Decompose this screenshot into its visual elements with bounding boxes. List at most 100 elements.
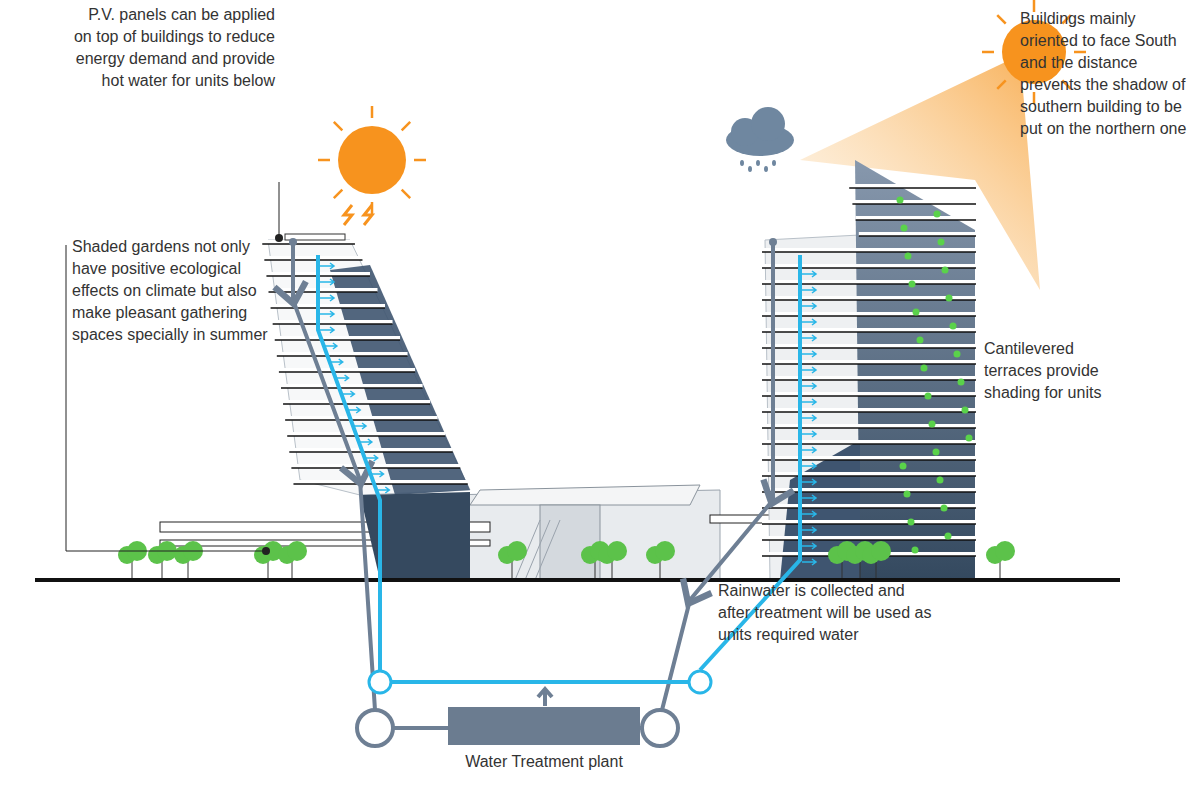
podium xyxy=(160,485,830,580)
callout-note: Buildings mainly oriented to face South … xyxy=(1020,8,1190,140)
plant-dot xyxy=(925,393,932,400)
branch-arrow xyxy=(802,463,816,469)
sun-ray xyxy=(402,190,410,198)
terrace-slab xyxy=(293,483,467,485)
terrace-slab xyxy=(289,448,452,452)
terrace-slab xyxy=(762,488,976,492)
terrace-slab xyxy=(273,323,393,325)
terrace-slab xyxy=(271,307,385,309)
tree-trunk xyxy=(612,562,613,580)
pipe-junction xyxy=(642,710,678,746)
terrace-slab xyxy=(291,467,460,469)
tree xyxy=(995,541,1015,561)
branch-arrow xyxy=(320,327,334,333)
plant-dot xyxy=(913,309,920,316)
branch-arrow xyxy=(802,495,816,501)
terrace-slab xyxy=(283,400,430,404)
terrace-slab xyxy=(849,184,976,188)
terrace-slab xyxy=(762,344,976,348)
sun-ray xyxy=(997,80,1005,88)
terrace-slab xyxy=(762,328,976,332)
plant-dot xyxy=(941,505,948,512)
branch-arrow xyxy=(802,543,816,549)
plant-dot xyxy=(942,267,949,274)
branch-arrow xyxy=(340,391,354,397)
branch-arrow xyxy=(375,487,389,493)
tree-trunk xyxy=(292,562,293,580)
sun-ray xyxy=(982,51,994,54)
tree-trunk xyxy=(595,562,596,580)
branch-arrow xyxy=(346,407,360,413)
branch-arrow xyxy=(802,383,816,389)
plant-dot xyxy=(938,239,945,246)
terrace-slab xyxy=(762,299,976,301)
plant-dot xyxy=(901,225,908,232)
tree-trunk xyxy=(132,562,133,580)
branch-arrow xyxy=(329,359,343,365)
terrace-slab xyxy=(856,219,976,221)
terrace-slab xyxy=(279,368,415,372)
plant-dot xyxy=(912,547,919,554)
terrace-slab xyxy=(762,296,976,300)
terrace-slab xyxy=(762,520,976,524)
branch-arrow xyxy=(352,423,366,429)
pipe-junction xyxy=(357,710,393,746)
terrace-slab xyxy=(285,419,438,421)
branch-arrow xyxy=(802,303,816,309)
terrace-slab xyxy=(269,291,378,293)
branch-arrow xyxy=(802,447,816,453)
branch-arrow xyxy=(323,343,337,349)
terrace-slab xyxy=(762,411,976,413)
branch-arrow xyxy=(802,511,816,517)
branch-arrow xyxy=(320,295,334,301)
rain-drop xyxy=(756,160,760,166)
plant-dot xyxy=(962,407,969,414)
terrace-slab xyxy=(762,408,976,412)
terrace-slab xyxy=(762,248,976,252)
plant-dot xyxy=(937,477,944,484)
terrace-slab xyxy=(762,376,976,380)
branch-arrow xyxy=(802,415,816,421)
plant-dot xyxy=(905,253,912,260)
branch-arrow xyxy=(335,375,349,381)
branch-arrow xyxy=(802,287,816,293)
terrace-slab xyxy=(293,480,467,484)
terrace-slab xyxy=(762,440,976,444)
tree-trunk xyxy=(268,562,269,580)
branch-arrow xyxy=(802,319,816,325)
terrace-slab xyxy=(762,251,976,253)
sun-ray xyxy=(997,15,1005,23)
sun-ray xyxy=(334,190,342,198)
collection-pipes xyxy=(293,242,773,728)
treatment-plant: Water Treatment plant xyxy=(448,707,640,773)
rain-drop xyxy=(764,166,768,172)
terrace-slab xyxy=(289,451,452,453)
terrace-slab xyxy=(762,443,976,445)
terrace-slab xyxy=(849,187,976,189)
terrace-slab xyxy=(271,304,385,308)
plant-dot xyxy=(954,351,961,358)
terrace-slab xyxy=(291,464,460,468)
terrace-slab xyxy=(859,235,976,237)
plant-dot xyxy=(966,435,973,442)
rain-cloud xyxy=(726,107,794,172)
plant-dot xyxy=(904,491,911,498)
tree xyxy=(871,541,891,561)
rain-drop xyxy=(740,160,744,166)
node-label: Water Treatment plant xyxy=(448,751,640,773)
branch-arrow xyxy=(320,311,334,317)
sun-ray xyxy=(318,159,330,162)
terrace-slab xyxy=(762,312,976,316)
plant-dot xyxy=(897,197,904,204)
terrace-slab xyxy=(852,203,976,205)
terrace-slab xyxy=(762,523,976,525)
right-tower xyxy=(762,160,976,580)
sun-ray xyxy=(414,159,426,162)
terrace-slab xyxy=(762,283,976,285)
tree-trunk xyxy=(660,562,661,580)
callout-note: P.V. panels can be applied on top of bui… xyxy=(70,4,275,92)
terrace-slab xyxy=(264,259,362,261)
callout-note: Shaded gardens not only have positive ec… xyxy=(72,236,272,346)
terrace-slab xyxy=(762,491,976,493)
sun-ray xyxy=(371,106,374,118)
